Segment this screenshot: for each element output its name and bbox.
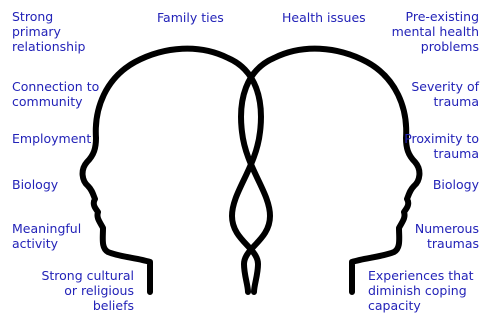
- label-experiences-diminish-coping: Experiences that diminish coping capacit…: [368, 268, 474, 313]
- label-family-ties: Family ties: [157, 10, 224, 25]
- label-severity-of-trauma: Severity of trauma: [411, 79, 479, 109]
- label-strong-cultural-beliefs: Strong cultural or religious beliefs: [41, 268, 134, 313]
- label-connection-to-community: Connection to community: [12, 79, 99, 109]
- left-head-outline: [83, 49, 261, 292]
- label-proximity-to-trauma: Proximity to trauma: [404, 131, 479, 161]
- label-meaningful-activity: Meaningful activity: [12, 221, 81, 251]
- label-numerous-traumas: Numerous traumas: [415, 221, 479, 251]
- label-employment: Employment: [12, 131, 91, 146]
- label-biology-left: Biology: [12, 177, 58, 192]
- label-pre-existing-mental-health: Pre-existing mental health problems: [392, 9, 479, 54]
- label-health-issues: Health issues: [282, 10, 366, 25]
- label-strong-primary-relationship: Strong primary relationship: [12, 9, 85, 54]
- label-biology-right: Biology: [433, 177, 479, 192]
- right-head-outline: [241, 49, 419, 292]
